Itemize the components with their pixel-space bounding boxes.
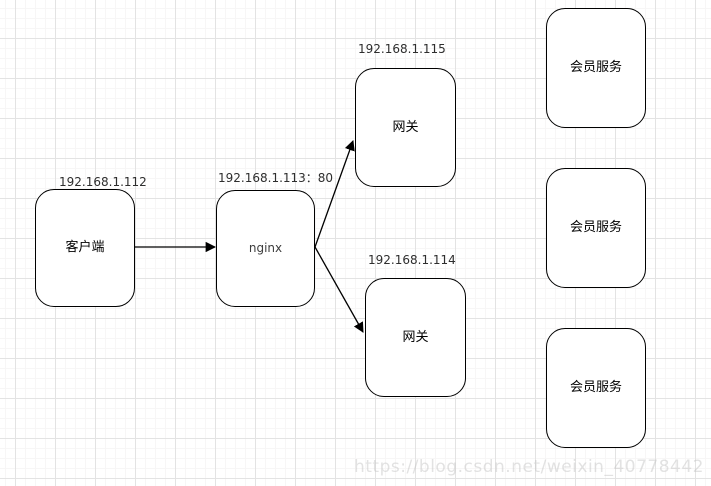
node-member-service-2: 会员服务	[546, 168, 646, 288]
node-gateway-bottom-label: 网关	[402, 329, 429, 345]
node-member-service-1-label: 会员服务	[569, 60, 622, 76]
node-member-service-1: 会员服务	[546, 8, 646, 128]
node-client-label: 客户端	[65, 240, 105, 256]
csdn-watermark: https://blog.csdn.net/weixin_40778442	[353, 457, 704, 477]
node-gateway-top: 网关	[355, 68, 456, 187]
node-member-service-2-label: 会员服务	[569, 220, 622, 236]
ip-label-nginx: 192.168.1.113：80	[218, 171, 334, 185]
node-member-service-3: 会员服务	[546, 328, 646, 448]
node-gateway-bottom: 网关	[365, 278, 466, 397]
ip-label-gateway-bottom: 192.168.1.114	[368, 253, 456, 267]
node-gateway-top-label: 网关	[392, 119, 419, 135]
arrow-nginx-to-gateway-bottom	[314, 246, 364, 333]
node-nginx: nginx	[216, 190, 315, 307]
node-client: 客户端	[35, 189, 135, 307]
node-member-service-3-label: 会员服务	[569, 380, 622, 396]
ip-label-gateway-top: 192.168.1.115	[358, 42, 446, 56]
ip-label-client: 192.168.1.112	[59, 175, 147, 189]
arrow-nginx-to-gateway-top	[314, 140, 355, 248]
node-nginx-label: nginx	[248, 241, 283, 256]
